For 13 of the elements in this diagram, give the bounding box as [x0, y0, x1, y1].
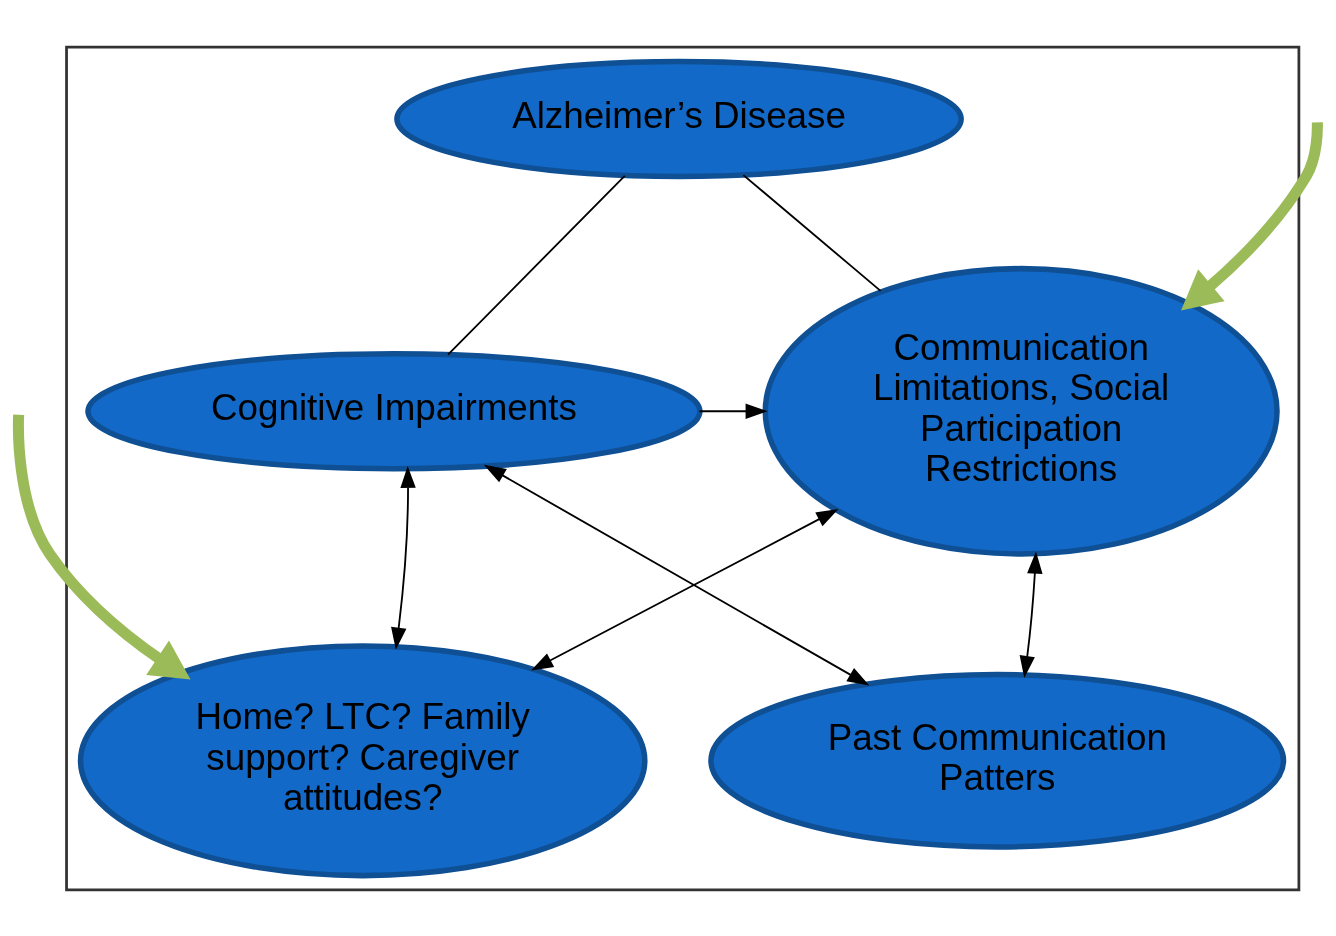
connector: [742, 173, 882, 292]
connector: [447, 174, 626, 356]
arrow: [1019, 551, 1043, 678]
arrow: [698, 403, 768, 419]
cluster: [65, 45, 1301, 891]
arrow: [483, 464, 870, 686]
node-ellipse: Cognitive Impairments: [85, 350, 703, 471]
arrow: [1181, 121, 1323, 310]
node-ellipse: Past Communication Patters: [708, 671, 1287, 850]
arrow: [531, 508, 839, 670]
node-ellipse: Alzheimer’s Disease: [394, 58, 964, 179]
arrow: [12, 414, 191, 680]
arrow: [391, 465, 416, 650]
